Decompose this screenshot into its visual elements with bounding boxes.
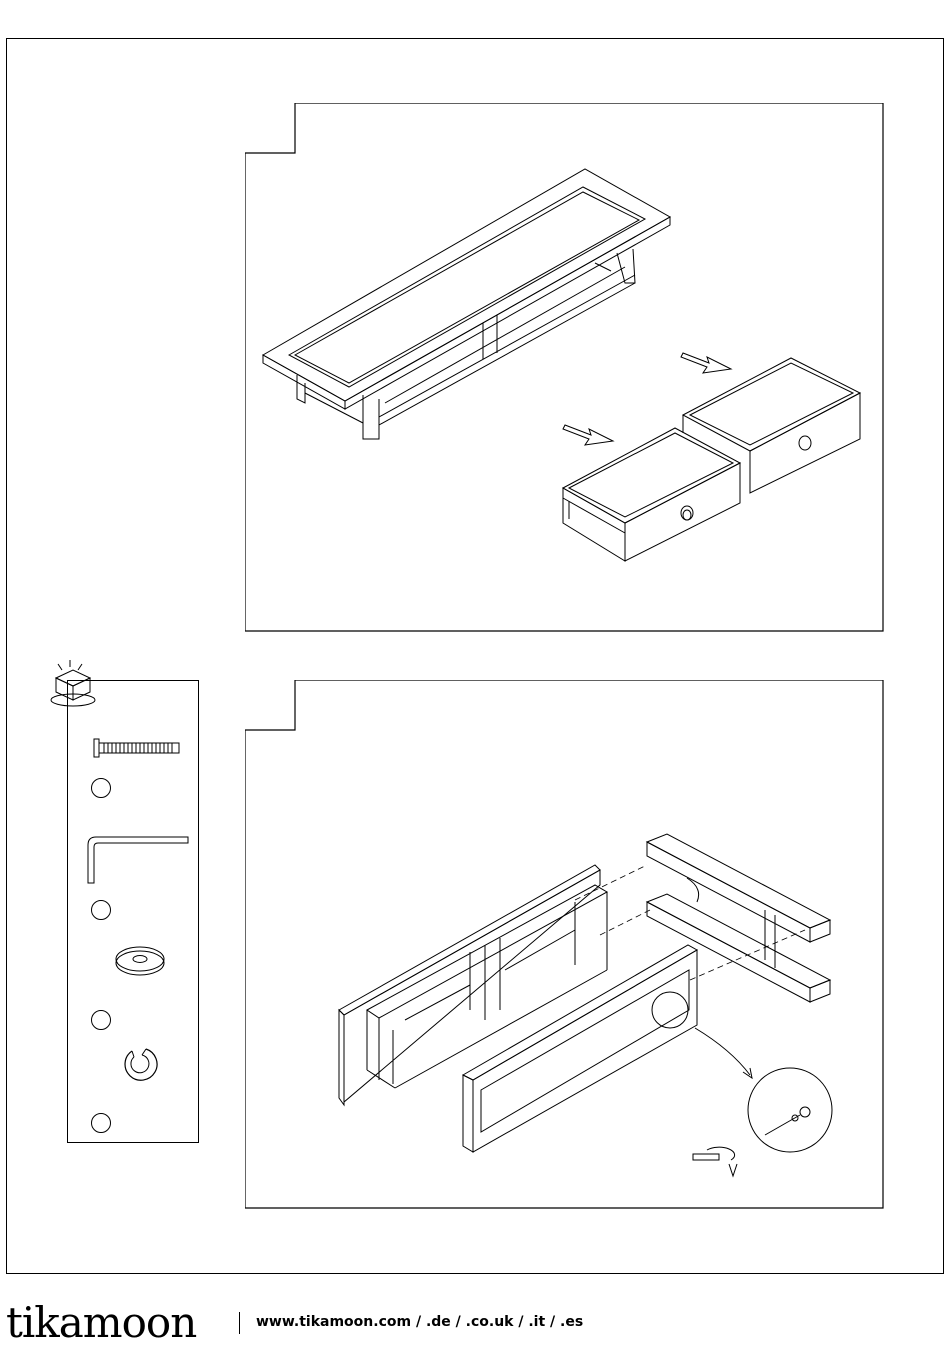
insert-arrow-icons [563, 353, 731, 445]
footer-divider [239, 1312, 240, 1334]
qty-circle-allen-key [91, 900, 111, 920]
hardware-box [67, 680, 199, 1143]
drawer-back-drawing [683, 358, 860, 493]
tv-stand-drawing [263, 169, 670, 439]
step-2-illustration [245, 680, 885, 1210]
qty-circle-bolt [91, 778, 111, 798]
spring-washer-icon [116, 1043, 162, 1087]
brand-logo: tikamoon [6, 1298, 196, 1348]
base-frame-drawing [647, 834, 830, 1002]
allen-key-icon [80, 833, 190, 889]
step-1-illustration [245, 103, 885, 633]
qty-circle-flat-washer [91, 1010, 111, 1030]
website-url[interactable]: www.tikamoon.com / .de / .co.uk / .it / … [256, 1314, 583, 1330]
alignment-lines [575, 865, 805, 980]
drawer-front-drawing [563, 428, 740, 561]
step-1-panel [245, 103, 885, 633]
step-2-panel [245, 680, 885, 1210]
allen-key-turn-icon [693, 1147, 737, 1176]
qty-circle-spring-washer [91, 1113, 111, 1133]
bolt-icon [92, 737, 182, 759]
flat-washer-icon [114, 943, 166, 977]
front-rail-drawing [463, 945, 697, 1152]
footer: tikamoon www.tikamoon.com / .de / .co.uk… [6, 1290, 944, 1360]
